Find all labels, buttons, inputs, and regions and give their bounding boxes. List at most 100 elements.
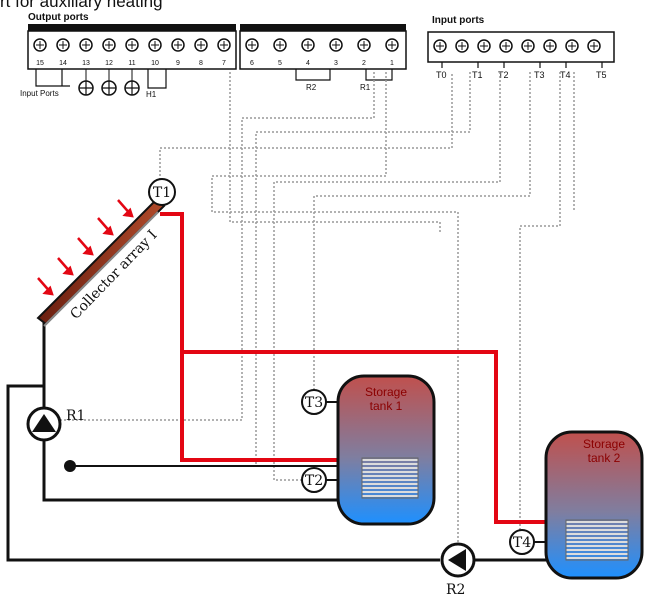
output-left-screw-slot-13 (82, 41, 90, 49)
output-left-screw-slot-9 (174, 41, 182, 49)
input-ports-bracket (35, 69, 70, 87)
input-screw-slot (480, 42, 488, 50)
pump-r1-label: R1 (66, 408, 85, 424)
hot-pipe-tank1 (160, 212, 340, 462)
output-left-screw-slot-15 (36, 41, 44, 49)
collector-array: Collector array I (36, 198, 166, 327)
coil-outline (361, 457, 419, 499)
wire-t3 (313, 72, 531, 400)
tank-2-label-line1: Storage (583, 437, 625, 451)
input-screw-slot (436, 42, 444, 50)
tank-1-label-line2: tank 1 (370, 399, 403, 413)
heater-symbol-3-cross (125, 81, 139, 95)
pump-r2-label: R2 (446, 582, 465, 597)
sensor-t3-label: T3 (305, 395, 323, 411)
junction-dot (64, 460, 76, 472)
output-left-screw-slot-10 (151, 41, 159, 49)
storage-tank-1: Storage tank 1 (336, 374, 436, 526)
collector-frame (43, 211, 159, 327)
input-screw-slot (568, 42, 576, 50)
output-right-bar (240, 24, 406, 31)
wire-r1-control (44, 72, 375, 421)
wire-h1 (229, 72, 441, 232)
h1-bracket (147, 69, 167, 89)
input-screw-slot (546, 42, 554, 50)
output-left-screw-slot-11 (128, 41, 136, 49)
sun-arrows (37, 199, 134, 296)
output-right-terminal-label: 6 (250, 60, 254, 67)
output-right-screw-slot-2 (360, 41, 368, 49)
cold-return-loop (6, 384, 440, 562)
sun-ray-2-head (62, 265, 74, 276)
input-sensor-label: T1 (472, 70, 483, 80)
input-screw-slot (502, 42, 510, 50)
h1-label: H1 (146, 90, 157, 99)
output-left-terminal-label: 9 (176, 60, 180, 67)
wire-r2-control (211, 72, 459, 575)
sensor-t4-label: T4 (513, 535, 531, 551)
wire-r1-aux (68, 72, 471, 467)
input-sensor-label: T4 (560, 70, 571, 80)
output-left-terminal-label: 15 (36, 60, 44, 67)
output-left-terminals: 15 14 13 12 11 10 9 8 7 (33, 38, 231, 67)
pump-r2: R2 (440, 542, 476, 597)
tank-2-label-line2: tank 2 (588, 451, 621, 465)
r2-bracket (295, 69, 331, 81)
output-ports-title: Output ports (28, 12, 89, 23)
output-left-terminal-label: 7 (222, 60, 226, 67)
heater-symbols (78, 69, 140, 96)
output-right-block (239, 30, 407, 70)
output-left-terminal-label: 14 (59, 60, 67, 67)
output-right-terminal-label: 1 (390, 60, 394, 67)
input-screw-slot (590, 42, 598, 50)
cold-return-tank1 (42, 316, 340, 502)
collector-panel (36, 198, 166, 326)
output-right-terminal-label: 3 (334, 60, 338, 67)
output-right-screw-slot-1 (388, 41, 396, 49)
heater-symbol-2-cross (102, 81, 116, 95)
input-screw-slot (524, 42, 532, 50)
output-right-screw-slot-4 (304, 41, 312, 49)
sensor-t1: T1 (148, 178, 176, 206)
sensor-t4: T4 (509, 529, 548, 555)
pipes (6, 212, 548, 562)
storage-tank-2: Storage tank 2 (544, 430, 644, 580)
input-sensor-label: T3 (534, 70, 545, 80)
output-left-screw-slot-12 (105, 41, 113, 49)
output-right-terminal-label: 5 (278, 60, 282, 67)
r1-port-label: R1 (360, 83, 371, 92)
output-right-screw-slot-5 (276, 41, 284, 49)
output-left-terminal-label: 12 (105, 60, 113, 67)
tank-1-label-line1: Storage (365, 385, 407, 399)
output-left-screw-slot-7 (220, 41, 228, 49)
output-left-terminal-label: 8 (199, 60, 203, 67)
output-left-terminal-label: 11 (128, 60, 135, 67)
tank-1-coil (361, 457, 419, 499)
output-left-screw-slot-8 (197, 41, 205, 49)
signal-wires (44, 72, 575, 575)
heater-leads (85, 69, 133, 81)
sun-ray-5-head (122, 207, 134, 218)
input-ports-sub-label: Input Ports (20, 89, 59, 98)
coil-outline (565, 519, 629, 561)
pump-r1-arrow (32, 414, 56, 432)
sun-ray-3-head (82, 245, 94, 256)
heater-symbol-1-cross (79, 81, 93, 95)
output-left-terminal-label: 13 (82, 60, 90, 67)
output-left-terminal-label: 10 (151, 60, 159, 67)
sensor-t2-label: T2 (305, 473, 323, 489)
r1-bracket (365, 69, 393, 81)
input-screw-slot (458, 42, 466, 50)
caption: rt for auxiliary heating (0, 0, 163, 11)
r2-port-label: R2 (306, 83, 317, 92)
wire-t1 (159, 72, 453, 188)
wire-t4 (519, 72, 561, 540)
output-left-bar (28, 24, 236, 31)
output-right-screw-slot-6 (248, 41, 256, 49)
output-right-screw-slot-3 (332, 41, 340, 49)
input-ports-title: Input ports (432, 15, 485, 26)
